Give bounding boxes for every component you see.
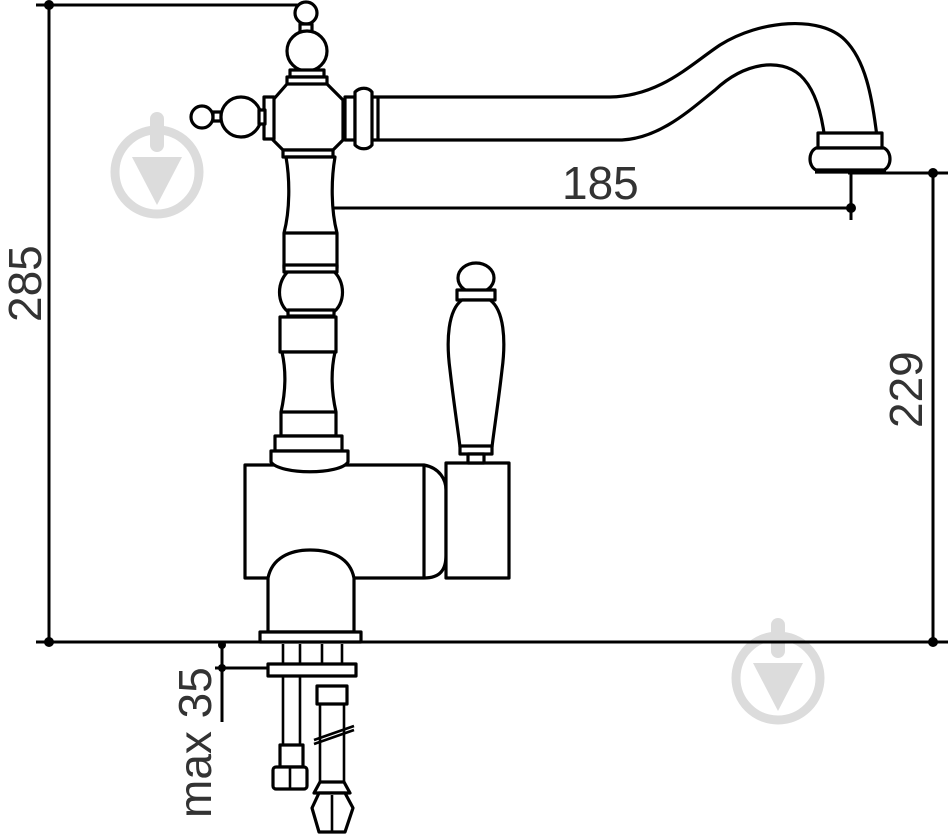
column-head [262,82,345,159]
supply-hoses [266,644,358,834]
column-upper [282,155,339,270]
dimension-line-285 [36,0,307,647]
dimension-label-max35: max 35 [169,667,221,818]
dimension-label-285: 285 [0,245,51,322]
base-stem [258,548,363,644]
side-knob [189,95,267,139]
column-lower [273,315,344,453]
dimension-label-185: 185 [562,157,639,209]
spout [372,22,892,174]
column-ball [277,263,345,318]
watermark-icon [731,618,825,725]
dimension-label-229: 229 [880,351,932,428]
dimension-line-max35 [215,641,272,722]
top-finial [285,0,329,87]
watermark-icon [110,112,204,219]
lever-handle [446,261,506,465]
spout-collar [343,86,380,151]
faucet-body [243,449,511,580]
dimension-line-229 [848,168,948,647]
